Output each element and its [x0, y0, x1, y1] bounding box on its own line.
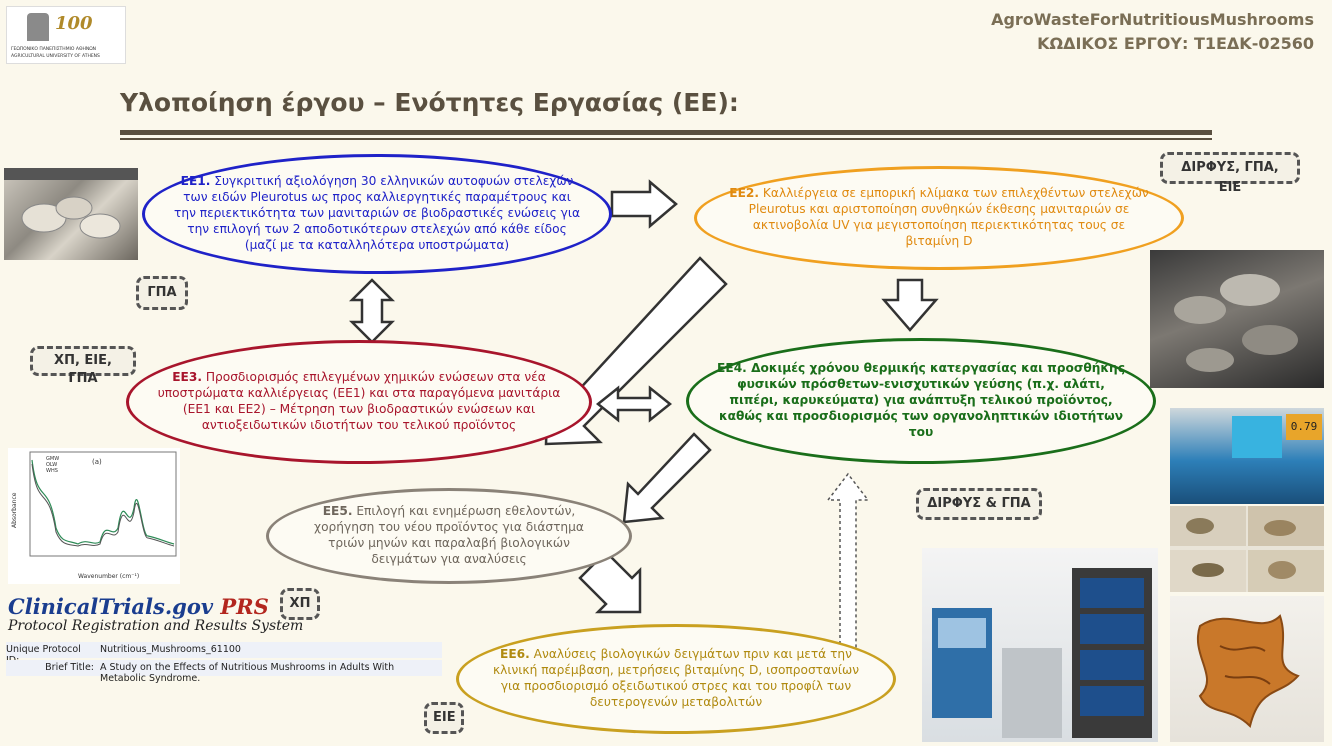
chart-ylabel: Absorbance [11, 492, 18, 528]
tag-dirfys-gpa-eie: ΔΙΡΦΥΣ, ΓΠΑ, ΕΙΕ [1160, 152, 1300, 195]
ee5-text: Επιλογή και ενημέρωση εθελοντών, χορήγησ… [314, 504, 584, 566]
clinicaltrials-brand: ClinicalTrials.gov PRS [8, 594, 269, 619]
tag-eie: ΕΙΕ [424, 702, 464, 734]
ee5-id: ΕΕ5. [322, 504, 353, 519]
protocol-id-row: Unique Protocol ID: Nutritious_Mushrooms… [6, 642, 442, 666]
ee4-id: ΕΕ4. [717, 361, 747, 376]
ee4-text: Δοκιμές χρόνου θερμικής κατεργασίας και … [718, 361, 1125, 439]
logo-anniversary: 100 [55, 13, 93, 34]
ee2-ellipse: ΕΕ2. Καλλιέργεια σε εμπορική κλίμακα των… [694, 166, 1184, 270]
tag-xp-eie-gpa: ΧΠ, ΕΙΕ, ΓΠΑ [30, 346, 136, 386]
ee4-ellipse: ΕΕ4. Δοκιμές χρόνου θερμικής κατεργασίας… [686, 338, 1156, 464]
ee5-ellipse: ΕΕ5. Επιλογή και ενημέρωση εθελοντών, χο… [266, 488, 632, 584]
university-logo: 100 ΓΕΩΠΟΝΙΚΟ ΠΑΝΕΠΙΣΤΗΜΙΟ ΑΘΗΝΩΝ AGRICU… [6, 6, 126, 64]
ee6-id: ΕΕ6. [500, 647, 530, 662]
scale-display: 0.79 [1286, 414, 1322, 440]
mushroom-cluster-icon [4, 168, 138, 239]
protocol-id-value: Nutritious_Mushrooms_61100 [100, 644, 241, 655]
spectrum-plot: (a) GMW OLW WHS Wavenumber (cm⁻¹) Absorb… [11, 451, 177, 580]
title-rule [120, 130, 1212, 135]
ee2-text: Καλλιέργεια σε εμπορική κλίμακα των επιλ… [748, 186, 1149, 248]
arrow-ee1-ee3 [348, 278, 396, 344]
hplc-instrument-icon [932, 568, 1152, 738]
dried-mushroom-pieces-icon [1170, 506, 1324, 592]
chart-xlabel: Wavenumber (cm⁻¹) [78, 573, 139, 580]
dehydrator-photo: 0.79 [1170, 408, 1324, 504]
ee1-text: Συγκριτική αξιολόγηση 30 ελληνικών αυτοφ… [174, 174, 580, 252]
project-name: AgroWasteForNutritiousMushrooms [991, 10, 1314, 29]
mushroom-chips-photo [1170, 596, 1324, 742]
brief-title-value: A Study on the Effects of Nutritious Mus… [100, 662, 395, 684]
legend-whs: WHS [46, 468, 58, 474]
arrow-ee4-ee5 [622, 432, 712, 524]
tag-gpa: ΓΠΑ [136, 276, 188, 310]
lab-equipment-photo [922, 548, 1158, 742]
project-code: ΚΩΔΙΚΟΣ ΕΡΓΟΥ: Τ1ΕΔΚ-02560 [1037, 34, 1314, 53]
brief-title-label: Brief Title: [45, 662, 94, 673]
ftir-spectrum-chart: (a) GMW OLW WHS Wavenumber (cm⁻¹) Absorb… [8, 448, 180, 584]
arrow-ee3-ee4 [595, 385, 673, 423]
ee3-id: ΕΕ3. [172, 370, 202, 385]
oyster-mushroom-farm-photo [1150, 250, 1324, 388]
arrow-ee6-ee4 [826, 472, 870, 663]
ee6-ellipse: ΕΕ6. Αναλύσεις βιολογικών δειγμάτων πριν… [456, 624, 896, 734]
ee3-text: Προσδιορισμός επιλεγμένων χημικών ενώσεω… [157, 370, 561, 432]
legend-olw: OLW [46, 462, 57, 468]
clinicaltrials-subtitle: Protocol Registration and Results System [8, 618, 304, 634]
dryer-tray [1232, 416, 1282, 458]
legend-gmw: GMW [46, 456, 59, 462]
ee6-text: Αναλύσεις βιολογικών δειγμάτων πριν και … [492, 647, 859, 709]
clinicaltrials-snippet: ClinicalTrials.gov PRS Protocol Registra… [6, 592, 442, 684]
chart-panel-label: (a) [92, 458, 102, 466]
ee1-id: ΕΕ1. [180, 174, 211, 189]
tag-dirfys-gpa: ΔΙΡΦΥΣ & ΓΠΑ [916, 488, 1042, 520]
logo-emblem-icon [27, 13, 49, 41]
ee1-ellipse: ΕΕ1. Συγκριτική αξιολόγηση 30 ελληνικών … [142, 154, 612, 274]
mushroom-cultivation-photo [4, 168, 138, 260]
logo-line-english: AGRICULTURAL UNIVERSITY OF ATHENS [11, 54, 100, 59]
brief-title-row: Brief Title: A Study on the Effects of N… [6, 660, 442, 684]
arrow-ee5-ee6 [578, 550, 642, 614]
tag-xp: ΧΠ [280, 588, 320, 620]
arrow-ee2-ee4 [881, 278, 939, 332]
title-rule-thin [120, 138, 1212, 140]
dried-mushrooms-photo [1170, 506, 1324, 592]
arrow-ee1-ee2 [610, 179, 678, 229]
oyster-mushrooms-icon [1174, 274, 1298, 372]
logo-line-greek: ΓΕΩΠΟΝΙΚΟ ΠΑΝΕΠΙΣΤΗΜΙΟ ΑΘΗΝΩΝ [11, 47, 97, 52]
mushroom-chips-icon [1197, 614, 1300, 728]
page-title: Υλοποίηση έργου – Ενότητες Εργασίας (ΕΕ)… [120, 88, 739, 117]
ee3-ellipse: ΕΕ3. Προσδιορισμός επιλεγμένων χημικών ε… [126, 340, 592, 464]
ee2-id: ΕΕ2. [729, 186, 760, 201]
